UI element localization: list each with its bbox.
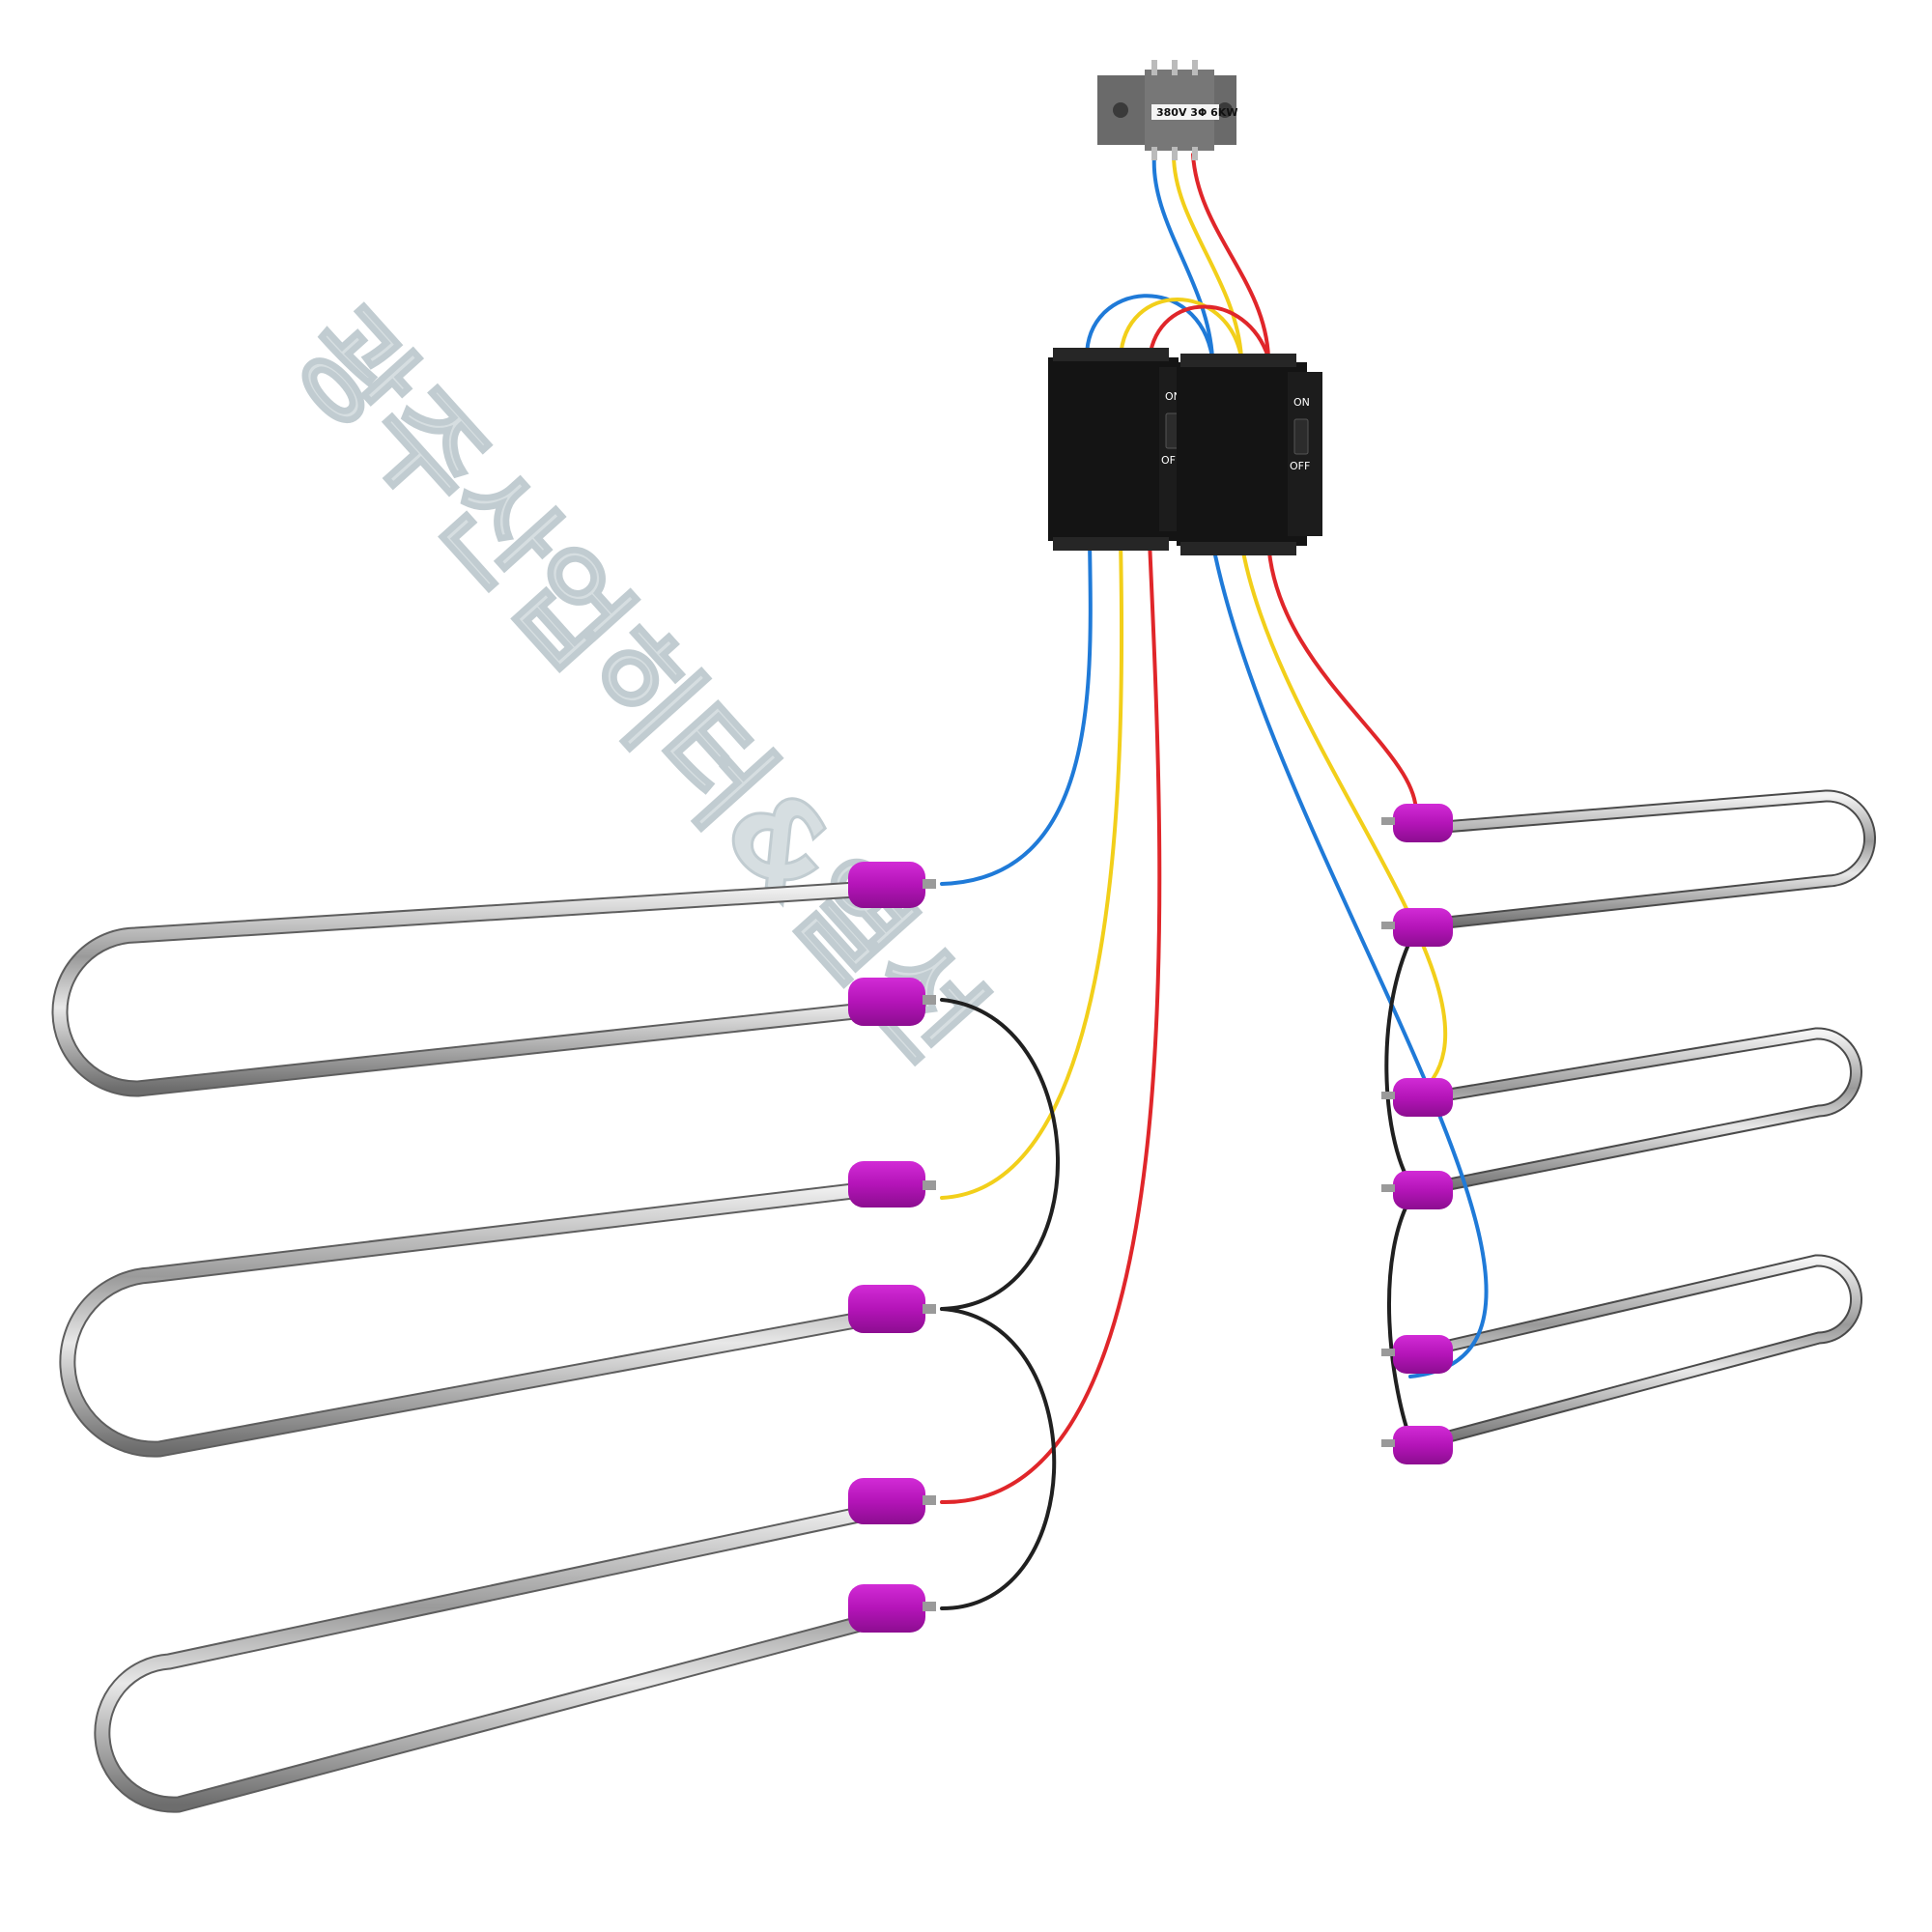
watermark-text: 광주산업히터&열선	[269, 286, 1007, 1085]
end-cap	[1381, 908, 1453, 947]
breaker-right-toggle[interactable]	[1293, 418, 1309, 455]
wire-blue-right	[1210, 539, 1489, 1378]
right-heater-elements	[1413, 789, 1876, 1451]
wiring	[940, 153, 1489, 1610]
heater-element-left-3	[94, 1493, 926, 1813]
end-cap	[1381, 1335, 1453, 1374]
breaker-left-off-label: OFF	[1161, 454, 1181, 467]
end-cap	[848, 1478, 936, 1524]
wire-red-right	[1266, 539, 1418, 823]
end-cap	[848, 1584, 936, 1633]
wire-blue-jumper	[1085, 294, 1214, 359]
wire-black-left-bridge-1	[940, 998, 1060, 1311]
left-end-caps	[848, 862, 936, 1633]
heater-element-left-2	[59, 1175, 926, 1458]
wire-yellow-left	[940, 539, 1124, 1200]
wire-red-supply	[1191, 153, 1270, 359]
watermark: 광주산업히터&열선	[268, 285, 1009, 1087]
wire-red-jumper	[1148, 304, 1270, 359]
heater-element-left-1	[51, 877, 926, 1097]
wire-yellow-right	[1239, 539, 1448, 1101]
terminal-block-label: 380V 3Φ 6KW	[1156, 106, 1237, 119]
heater-element-right-3	[1413, 1254, 1862, 1451]
wire-red-left	[940, 539, 1162, 1505]
breaker-right-on-label: ON	[1293, 396, 1310, 409]
terminal-block: 380V 3Φ 6KW	[1097, 60, 1237, 160]
breaker-right-off-label: OFF	[1290, 460, 1310, 472]
end-cap	[848, 978, 936, 1026]
breaker-left[interactable]: ON OFF	[1048, 348, 1194, 551]
wire-yellow-jumper	[1119, 298, 1243, 359]
wire-black-left-bridge-2	[940, 1307, 1057, 1610]
breaker-right[interactable]: ON OFF	[1177, 354, 1322, 555]
end-cap	[848, 1161, 936, 1208]
end-cap	[1381, 1426, 1453, 1464]
wire-blue-supply	[1151, 153, 1214, 359]
wire-black-right-bridge-1	[1384, 923, 1420, 1192]
end-cap	[1381, 1171, 1453, 1209]
left-heater-elements	[51, 877, 926, 1813]
heater-element-right-2	[1413, 1027, 1862, 1197]
end-cap	[848, 1285, 936, 1333]
end-cap	[848, 862, 936, 908]
circuit-breakers: ON OFF ON OFF	[1048, 348, 1322, 555]
wire-black-right-bridge-2	[1387, 1188, 1417, 1446]
end-cap	[1381, 804, 1453, 842]
heater-element-right-1	[1413, 789, 1876, 932]
wire-yellow-supply	[1172, 153, 1243, 359]
right-end-caps	[1381, 804, 1453, 1464]
end-cap	[1381, 1078, 1453, 1117]
wire-blue-left	[940, 539, 1093, 886]
